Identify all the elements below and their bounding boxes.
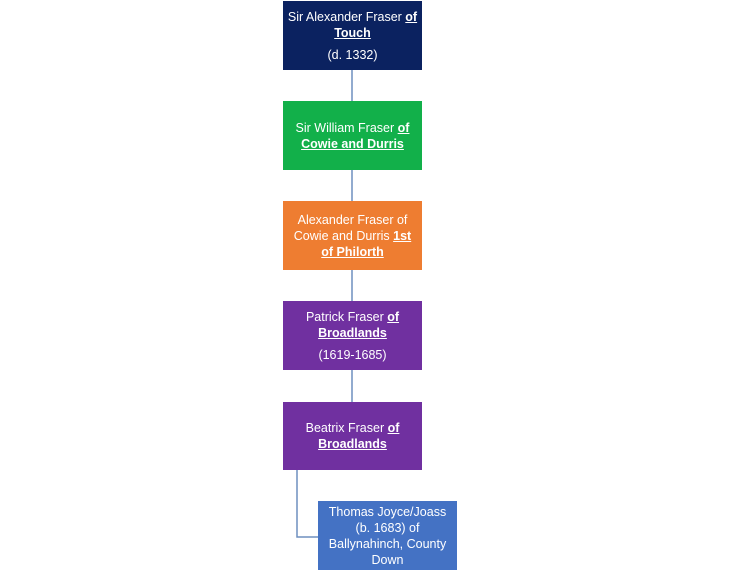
node-2-of: of bbox=[397, 120, 410, 135]
node-6-line-3: Ballynahinch, County bbox=[328, 536, 447, 551]
node-3-ordinal: 1st bbox=[393, 228, 412, 243]
node-1-dates: (d. 1332) bbox=[327, 47, 378, 62]
node-4-name: Patrick Fraser bbox=[305, 309, 388, 324]
node-3-line-1: Alexander Fraser of bbox=[297, 212, 408, 227]
node-4-place: Broadlands bbox=[318, 325, 387, 340]
node-patrick-broadlands: Patrick Fraser of Broadlands (1619-1685) bbox=[283, 301, 422, 370]
node-6-line-1: Thomas Joyce/Joass bbox=[328, 504, 447, 519]
node-1-place: Touch bbox=[334, 25, 371, 40]
node-5-place: Broadlands bbox=[318, 437, 387, 451]
node-1-name: Sir Alexander Fraser bbox=[287, 9, 406, 24]
node-alexander-touch: Sir Alexander Fraser of Touch (d. 1332) bbox=[283, 1, 422, 70]
node-5-of: of bbox=[387, 421, 400, 435]
node-2-name: Sir William Fraser bbox=[295, 120, 398, 135]
node-4-of: of bbox=[387, 309, 400, 324]
node-2-place: Cowie and Durris bbox=[301, 136, 404, 151]
connector-5-6 bbox=[296, 470, 318, 538]
node-william-cowie: Sir William Fraser of Cowie and Durris bbox=[283, 101, 422, 170]
node-4-dates: (1619-1685) bbox=[318, 347, 387, 362]
node-5-name: Beatrix Fraser bbox=[305, 421, 388, 435]
node-1-of: of bbox=[405, 9, 418, 24]
node-3-line-2: Cowie and Durris bbox=[293, 228, 394, 243]
node-6-line-4: Down bbox=[371, 552, 404, 567]
node-alexander-philorth: Alexander Fraser of Cowie and Durris 1st… bbox=[283, 201, 422, 270]
node-beatrix-broadlands: Beatrix Fraser of Broadlands bbox=[283, 402, 422, 470]
node-thomas-joyce: Thomas Joyce/Joass (b. 1683) of Ballynah… bbox=[318, 501, 457, 570]
node-3-place: of Philorth bbox=[321, 244, 384, 259]
node-6-line-2: (b. 1683) of bbox=[355, 520, 420, 535]
